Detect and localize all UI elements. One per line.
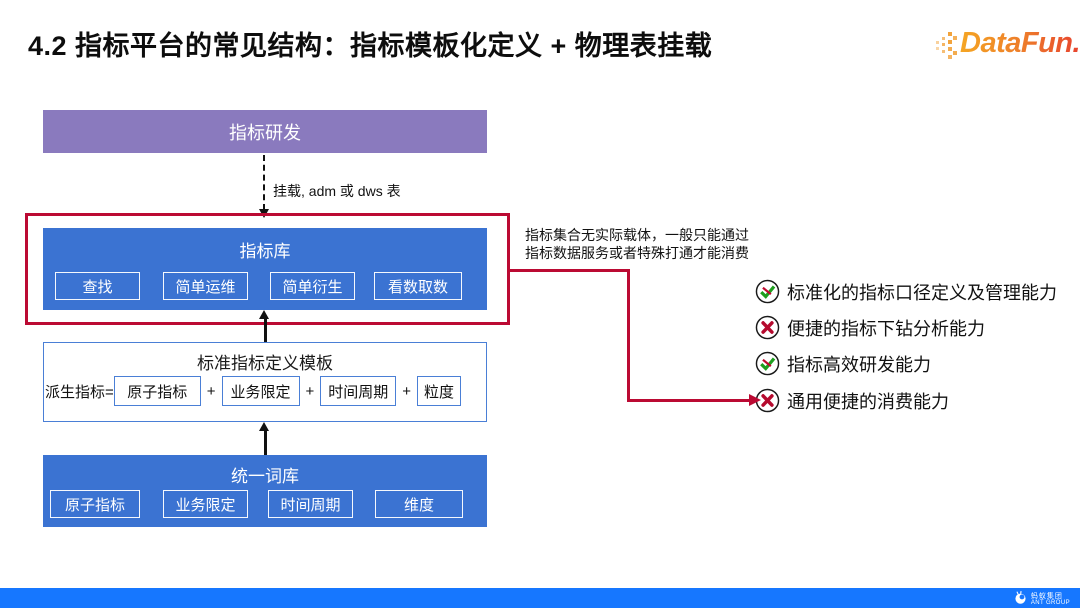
dict-chip-atomic-metric: 原子指标 bbox=[50, 490, 140, 518]
mount-arrow-line bbox=[263, 155, 265, 210]
capability-label: 指标高效研发能力 bbox=[787, 354, 931, 375]
box-metric-store: 指标库 查找 简单运维 简单衍生 看数取数 bbox=[43, 228, 487, 310]
store-annotation-line2: 指标数据服务或者特殊打通才能消费 bbox=[525, 244, 749, 261]
mount-arrow-label: 挂载, adm 或 dws 表 bbox=[273, 183, 401, 199]
derived-metric-formula: 派生指标= 原子指标 + 业务限定 + 时间周期 + 粒度 bbox=[45, 376, 462, 406]
ant-group-cn: 蚂蚁集团 bbox=[1030, 593, 1063, 600]
dict-chip-business-limit: 业务限定 bbox=[163, 490, 248, 518]
capability-label: 通用便捷的消费能力 bbox=[787, 391, 949, 412]
red-connector-arrow-head-icon bbox=[749, 394, 761, 406]
capability-row: 便捷的指标下钻分析能力 bbox=[755, 315, 985, 340]
store-chip-ops: 简单运维 bbox=[163, 272, 248, 300]
store-annotation: 指标集合无实际载体，一般只能通过 指标数据服务或者特殊打通才能消费 bbox=[525, 227, 749, 262]
formula-plus: + bbox=[206, 382, 216, 400]
capability-label: 标准化的指标口径定义及管理能力 bbox=[787, 282, 1057, 303]
store-chip-consume: 看数取数 bbox=[374, 272, 462, 300]
formula-plus: + bbox=[305, 382, 315, 400]
formula-part-atomic-metric: 原子指标 bbox=[113, 376, 201, 406]
ant-group-en: ANT GROUP bbox=[1030, 600, 1070, 606]
highlight-red-frame bbox=[25, 213, 510, 325]
ant-group-wordmark: 蚂蚁集团 ANT GROUP bbox=[1031, 593, 1070, 607]
cross-circle-icon bbox=[755, 315, 780, 340]
box-unified-dictionary-title: 统一词库 bbox=[231, 467, 299, 486]
capability-row: 指标高效研发能力 bbox=[755, 351, 931, 376]
formula-plus: + bbox=[402, 382, 412, 400]
box-standard-template-title: 标准指标定义模板 bbox=[197, 354, 333, 373]
store-annotation-line1: 指标集合无实际载体，一般只能通过 bbox=[525, 227, 749, 243]
box-metric-development-label: 指标研发 bbox=[229, 122, 301, 143]
page-title: 4.2 指标平台的常见结构：指标模板化定义 + 物理表挂载 bbox=[28, 31, 713, 61]
capability-label: 便捷的指标下钻分析能力 bbox=[787, 318, 985, 339]
dict-chip-time-period: 时间周期 bbox=[268, 490, 353, 518]
box-standard-template: 标准指标定义模板 派生指标= 原子指标 + 业务限定 + 时间周期 + 粒度 bbox=[43, 342, 487, 422]
datafun-logo-text: DataFun. bbox=[960, 27, 1080, 59]
box-unified-dictionary: 统一词库 原子指标 业务限定 时间周期 维度 bbox=[43, 455, 487, 527]
ant-group-logo: 蚂蚁集团 ANT GROUP bbox=[1013, 590, 1070, 608]
arrow-template-to-store-line bbox=[264, 319, 267, 342]
arrow-dict-to-template-line bbox=[264, 431, 267, 455]
formula-part-business-limit: 业务限定 bbox=[221, 376, 300, 406]
store-chip-search: 查找 bbox=[55, 272, 140, 300]
arrow-template-to-store-head-icon bbox=[259, 310, 269, 319]
capability-row: 标准化的指标口径定义及管理能力 bbox=[755, 279, 1057, 304]
box-metric-store-title: 指标库 bbox=[239, 242, 291, 261]
dict-chip-dimension: 维度 bbox=[375, 490, 463, 518]
arrow-dict-to-template-head-icon bbox=[259, 422, 269, 431]
formula-part-granularity: 粒度 bbox=[417, 376, 462, 406]
box-metric-development: 指标研发 bbox=[43, 110, 487, 153]
red-connector-segment-vertical bbox=[627, 269, 630, 402]
capability-row: 通用便捷的消费能力 bbox=[755, 388, 949, 413]
formula-part-time-period: 时间周期 bbox=[320, 376, 397, 406]
datafun-dots-icon bbox=[932, 31, 958, 66]
ant-icon bbox=[1013, 590, 1028, 608]
check-circle-icon bbox=[755, 279, 780, 304]
store-chip-derive: 简单衍生 bbox=[270, 272, 355, 300]
datafun-logo: DataFun. bbox=[932, 27, 1080, 66]
footer-bar: 蚂蚁集团 ANT GROUP bbox=[0, 588, 1080, 608]
check-circle-icon bbox=[755, 351, 780, 376]
red-connector-segment-top bbox=[510, 269, 630, 272]
formula-label: 派生指标= bbox=[45, 383, 114, 401]
red-connector-segment-bottom bbox=[627, 399, 751, 402]
